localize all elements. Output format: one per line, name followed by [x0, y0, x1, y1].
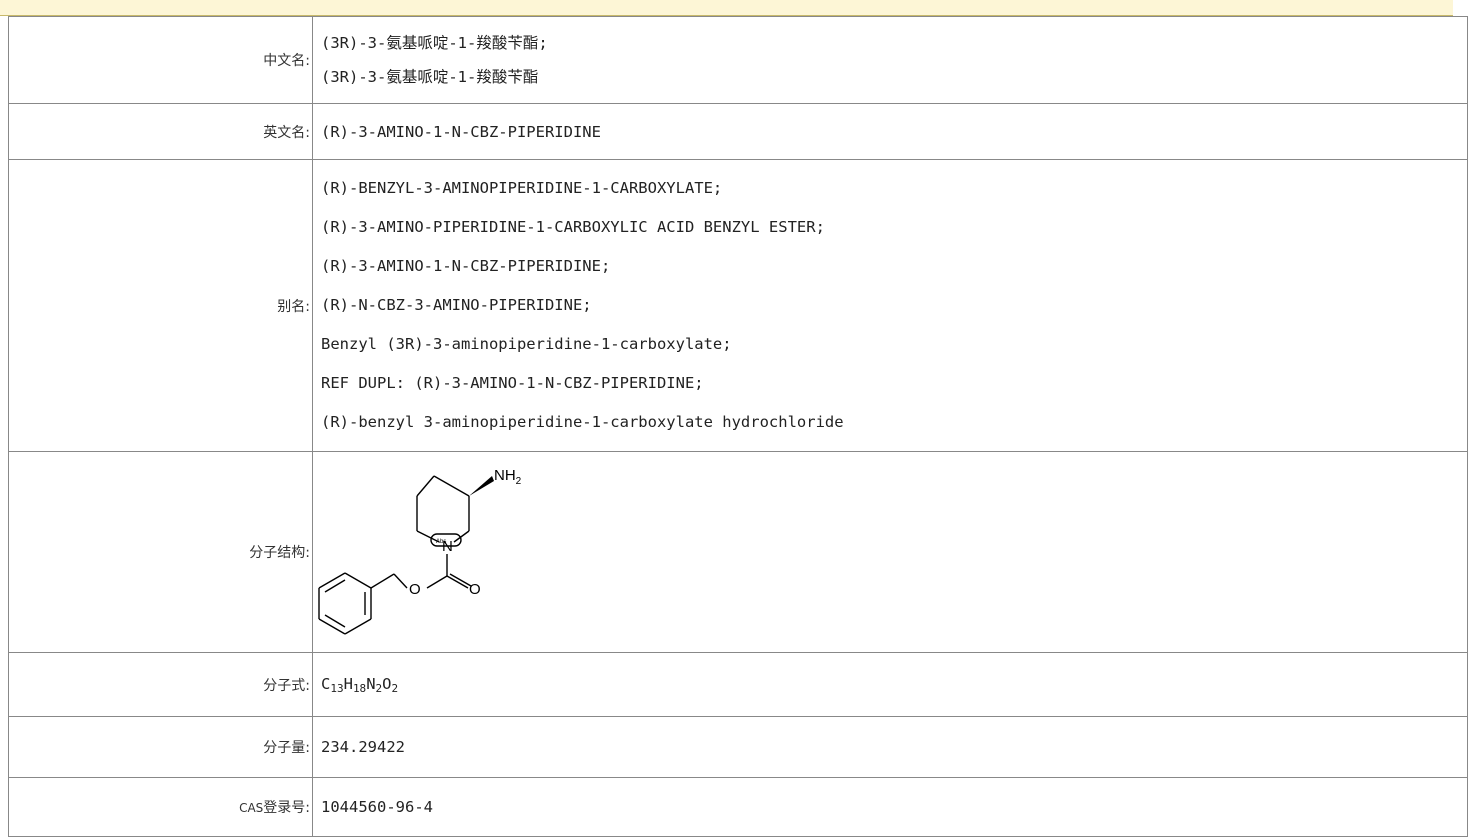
formula-element: H — [343, 674, 353, 693]
atom-nh2-subscript: 2 — [516, 476, 522, 487]
molecular-weight-label: 分子量: — [8, 716, 313, 778]
chinese-name-line: (3R)-3-氨基哌啶-1-羧酸苄酯; — [321, 34, 548, 52]
table-row-structure: 分子结构: — [8, 451, 1468, 653]
formula-subscript: 2 — [391, 681, 399, 695]
chinese-name-line: (3R)-3-氨基哌啶-1-羧酸苄酯 — [321, 68, 539, 86]
atom-nh2: NH2 — [494, 467, 522, 487]
molecular-structure-image: NH2 N Abs O O — [318, 467, 522, 635]
alias-item: (R)-3-AMINO-1-N-CBZ-PIPERIDINE; — [321, 257, 611, 275]
structure-label: 分子结构: — [8, 451, 313, 653]
alias-item: Benzyl (3R)-3-aminopiperidine-1-carboxyl… — [321, 335, 732, 353]
atom-nh2-text: NH — [494, 467, 516, 484]
alias-item: (R)-benzyl 3-aminopiperidine-1-carboxyla… — [321, 413, 844, 431]
formula-subscript: 13 — [330, 681, 344, 695]
properties-table: 中文名: (3R)-3-氨基哌啶-1-羧酸苄酯; (3R)-3-氨基哌啶-1-羧… — [8, 16, 1468, 837]
structure-value: NH2 N Abs O O — [312, 451, 1468, 653]
formula-element: N — [366, 674, 376, 693]
formula-label: 分子式: — [8, 652, 313, 717]
alias-item: (R)-3-AMINO-PIPERIDINE-1-CARBOXYLIC ACID… — [321, 218, 825, 236]
atom-o-ester: O — [409, 581, 421, 598]
formula-element: C — [321, 674, 331, 693]
molecular-weight-value: 234.29422 — [312, 716, 1468, 778]
cas-label-rest: 登录号: — [263, 800, 310, 816]
english-name-label: 英文名: — [8, 103, 313, 160]
alias-item: REF DUPL: (R)-3-AMINO-1-N-CBZ-PIPERIDINE… — [321, 374, 704, 392]
table-row-chinese-name: 中文名: (3R)-3-氨基哌啶-1-羧酸苄酯; (3R)-3-氨基哌啶-1-羧… — [8, 16, 1468, 104]
formula-value: C13H18N2O2 — [312, 652, 1468, 717]
english-name-value: (R)-3-AMINO-1-N-CBZ-PIPERIDINE — [312, 103, 1468, 160]
table-row-aliases: 别名: (R)-BENZYL-3-AMINOPIPERIDINE-1-CARBO… — [8, 159, 1468, 452]
formula-subscript: 18 — [352, 681, 367, 695]
table-row-cas: CAS登录号: 1044560-96-4 — [8, 777, 1468, 837]
formula-element: O — [382, 674, 392, 693]
alias-item: (R)-BENZYL-3-AMINOPIPERIDINE-1-CARBOXYLA… — [321, 179, 723, 197]
chinese-name-value: (3R)-3-氨基哌啶-1-羧酸苄酯; (3R)-3-氨基哌啶-1-羧酸苄酯 — [312, 16, 1468, 104]
aliases-label: 别名: — [8, 159, 313, 452]
formula-subscript: 2 — [375, 681, 383, 695]
abs-stereo-label: Abs — [436, 539, 446, 545]
atom-n: N — [442, 538, 453, 555]
cas-label: CAS登录号: — [8, 777, 313, 837]
table-row-molecular-weight: 分子量: 234.29422 — [8, 716, 1468, 778]
table-row-formula: 分子式: C13H18N2O2 — [8, 652, 1468, 717]
aliases-value: (R)-BENZYL-3-AMINOPIPERIDINE-1-CARBOXYLA… — [312, 159, 1468, 452]
header-bar — [0, 0, 1453, 16]
chinese-name-label: 中文名: — [8, 16, 313, 104]
cas-label-prefix: CAS — [239, 801, 264, 815]
table-row-english-name: 英文名: (R)-3-AMINO-1-N-CBZ-PIPERIDINE — [8, 103, 1468, 160]
atom-o-carbonyl: O — [469, 581, 481, 598]
cas-value: 1044560-96-4 — [312, 777, 1468, 837]
alias-item: (R)-N-CBZ-3-AMINO-PIPERIDINE; — [321, 296, 592, 314]
